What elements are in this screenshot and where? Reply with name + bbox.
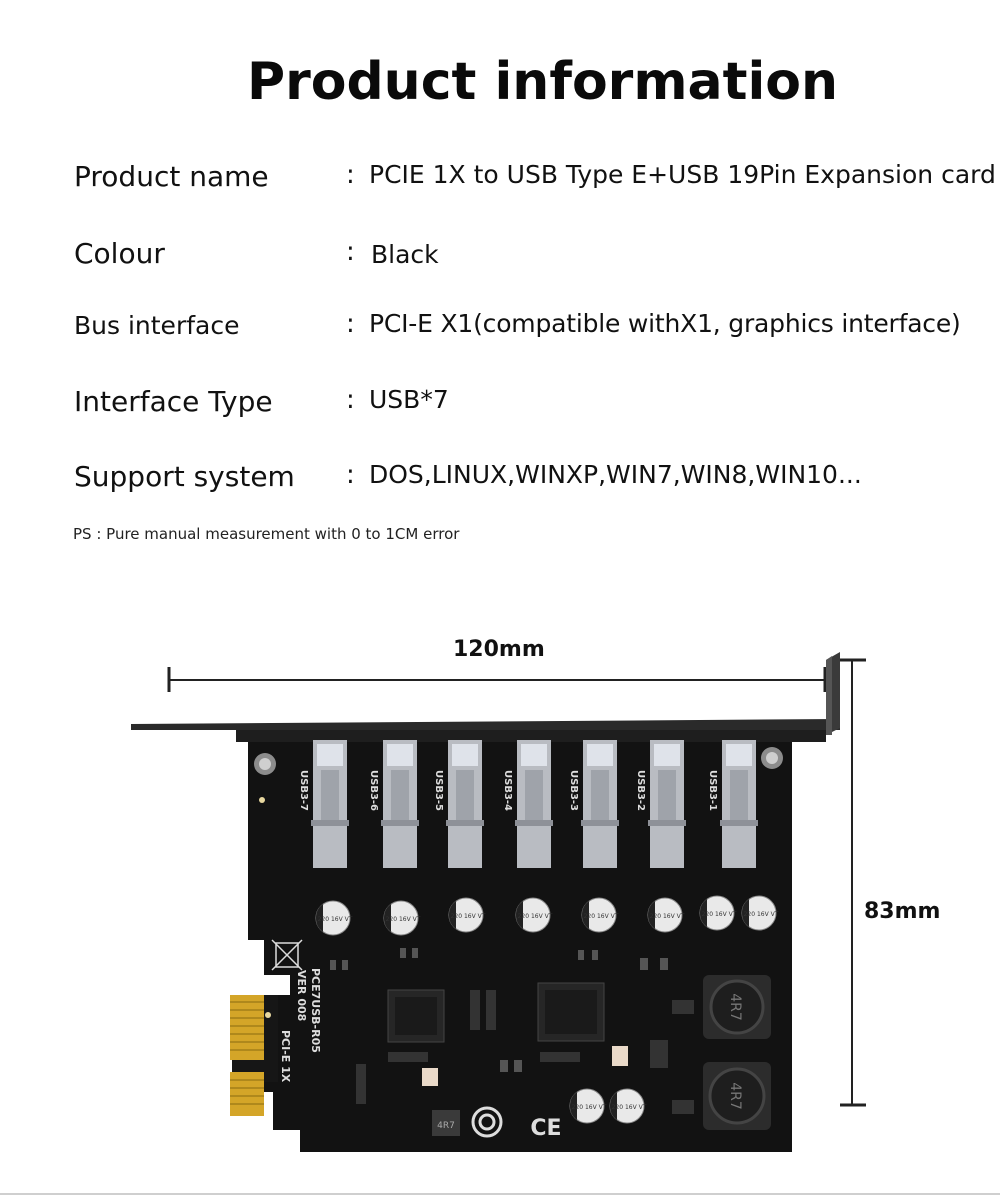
capacitor-label: 220 16V VT: [518, 913, 553, 920]
inductor-label: 4R7: [727, 993, 743, 1021]
capacitor-label: 220 16V VT: [386, 916, 421, 923]
crystal: [612, 1046, 628, 1066]
capacitor-label: 220 16V VT: [584, 913, 619, 920]
capacitor-label: 220 16V VT: [650, 913, 685, 920]
svg-text:CE: CE: [530, 1116, 561, 1141]
screw-icon: [761, 747, 783, 769]
capacitor-label: 220 16V VT: [318, 916, 353, 923]
spec-row-support-system: Support system : DOS,LINUX,WINXP,WIN7,WI…: [0, 460, 1000, 504]
usb-port: [311, 740, 349, 868]
spec-colon: :: [346, 460, 355, 490]
capacitor: 220 16V VT: [699, 895, 737, 931]
capacitors: 220 16V VT 220 16V VT 220 16V VT 220 16V VT…: [315, 895, 779, 1124]
spec-row-colour: Colour : Black: [0, 237, 1000, 281]
usb-port: [720, 740, 758, 868]
inductor-label: 4R7: [727, 1082, 743, 1110]
height-dimension-label: 83mm: [864, 899, 941, 924]
capacitor: 220 16V VT: [609, 1088, 647, 1124]
capacitor-label: 220 16V VT: [451, 913, 486, 920]
capacitor: 220 16V VT: [581, 897, 619, 933]
inductor: 4R7: [703, 1062, 771, 1130]
usb-port-label: USB3-5: [433, 770, 444, 811]
gold-fingers: [230, 995, 264, 1116]
capacitor-label: 220 16V VT: [572, 1104, 607, 1111]
usb-port: [381, 740, 419, 868]
capacitor-label: 220 16V VT: [612, 1104, 647, 1111]
usb-port-label: USB3-4: [502, 770, 513, 811]
usb-port: [581, 740, 619, 868]
controller-chip-left: [387, 989, 445, 1043]
board-version-label: VER 008: [295, 970, 308, 1021]
usb-port: [446, 740, 484, 868]
ce-mark-icon: CE: [530, 1116, 561, 1141]
spec-label: Interface Type: [74, 385, 273, 418]
usb-port-label: USB3-1: [707, 770, 718, 811]
spec-colon: :: [346, 160, 355, 190]
controller-chip-right: [537, 982, 605, 1042]
capacitor: 220 16V VT: [515, 897, 553, 933]
usb-port-label: USB3-6: [368, 770, 379, 811]
board-model-label: PCE7USB-R05: [309, 968, 322, 1053]
small-inductor: 4R7: [432, 1110, 460, 1136]
usb-port: [515, 740, 553, 868]
spec-row-product-name: Product name : PCIE 1X to USB Type E+USB…: [0, 160, 1000, 204]
led-indicator: [265, 1012, 271, 1018]
led-indicator: [259, 797, 265, 803]
spec-row-bus-interface: Bus interface : PCI-E X1(compatible with…: [0, 309, 1000, 353]
spec-value: USB*7: [369, 385, 449, 414]
usb-port-label: USB3-3: [568, 770, 579, 811]
screw-icon: [254, 753, 276, 775]
capacitor: 220 16V VT: [647, 897, 685, 933]
usb-port: [648, 740, 686, 868]
inductor: 4R7: [703, 975, 771, 1039]
capacitor-label: 220 16V VT: [744, 911, 779, 918]
spec-label: Support system: [74, 460, 295, 493]
spec-label: Bus interface: [74, 311, 240, 340]
bottom-divider: [0, 1193, 1000, 1195]
spec-colon: :: [346, 309, 355, 339]
spec-label: Colour: [74, 237, 165, 270]
capacitor: 220 16V VT: [448, 897, 486, 933]
spec-row-interface-type: Interface Type : USB*7: [0, 385, 1000, 429]
measurement-note: PS : Pure manual measurement with 0 to 1…: [73, 525, 460, 543]
capacitor: 220 16V VT: [741, 895, 779, 931]
weee-bin-icon: [271, 939, 303, 971]
spec-value: PCI-E X1(compatible withX1, graphics int…: [369, 309, 961, 338]
spec-colon: :: [346, 385, 355, 415]
crystal: [422, 1068, 438, 1086]
usb-port-label: USB3-7: [298, 770, 309, 811]
capacitor: 220 16V VT: [315, 900, 353, 936]
spec-value: PCIE 1X to USB Type E+USB 19Pin Expansio…: [369, 160, 996, 189]
spec-label: Product name: [74, 160, 269, 193]
usb-port-label: USB3-2: [635, 770, 646, 811]
height-dimension-line: [840, 658, 866, 1107]
page-title: Product information: [246, 52, 839, 112]
usb-ports: USB3-7 USB3-6 USB3-5 USB3-4 USB3-3 USB3-2 USB3…: [298, 740, 758, 868]
spec-colon: :: [346, 237, 355, 267]
capacitor: 220 16V VT: [383, 900, 421, 936]
pci-bracket: [131, 652, 840, 742]
smd-components: [330, 948, 694, 1114]
spec-value: DOS,LINUX,WINXP,WIN7,WIN8,WIN10...: [369, 460, 862, 489]
spec-value: Black: [371, 240, 439, 269]
width-dimension-label: 120mm: [453, 637, 545, 662]
small-inductor-label: 4R7: [437, 1121, 455, 1131]
slot-label: PCI-E 1X: [279, 1030, 292, 1083]
capacitor: 220 16V VT: [569, 1088, 607, 1124]
width-dimension-line: [167, 667, 827, 692]
capacitor-label: 220 16V VT: [702, 911, 737, 918]
fcc-mark-icon: [471, 1106, 503, 1138]
